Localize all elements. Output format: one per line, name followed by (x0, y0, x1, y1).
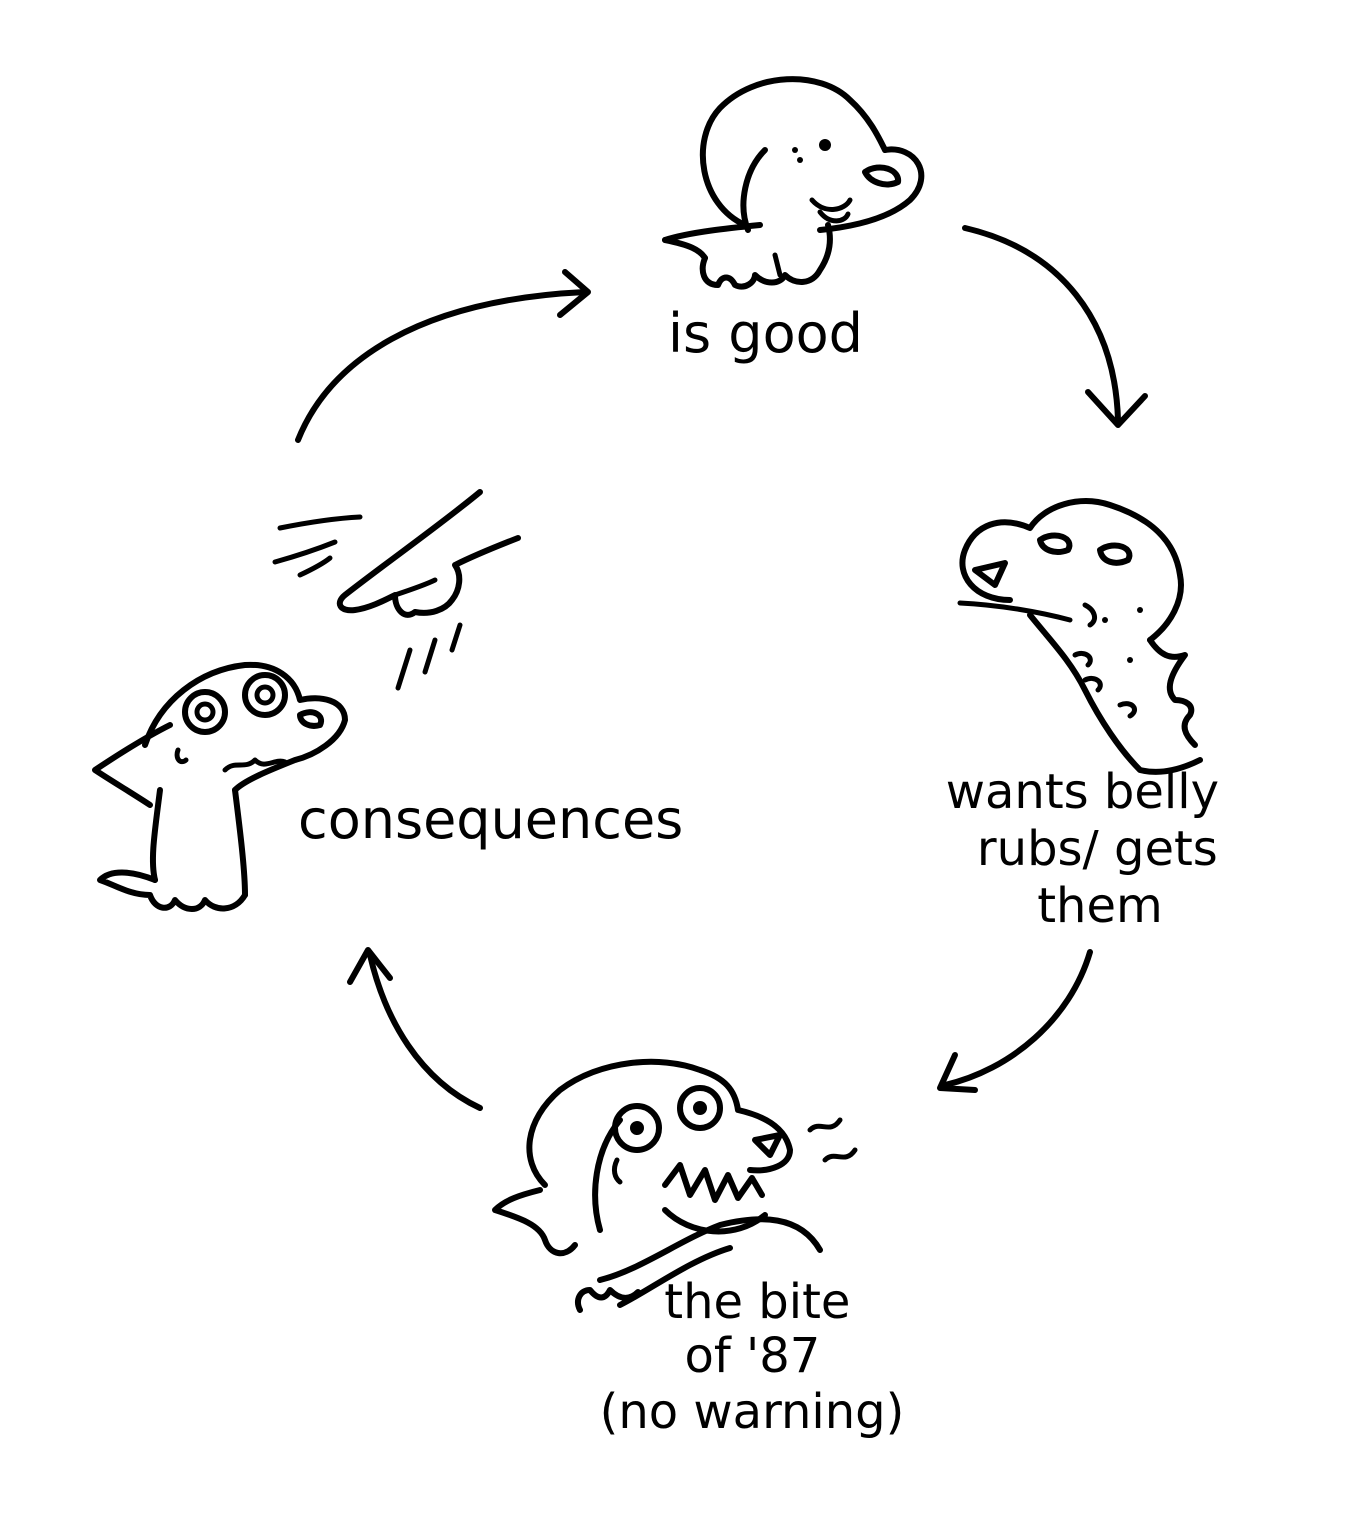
arrow-belly-to-bite (937, 949, 1093, 1093)
scolded-dog-drawing (92, 661, 348, 912)
happy-dog-drawing (662, 76, 925, 290)
label-is-good: is good (668, 302, 863, 365)
pointing-hand-drawing (272, 489, 521, 691)
label-consequences: consequences (298, 788, 683, 851)
label-bite: the bite of '87 (no warning) (600, 1274, 905, 1440)
arrow-bite-to-consequences (347, 947, 483, 1111)
belly-up-dog-drawing (957, 498, 1203, 775)
arrow-good-to-belly (962, 225, 1148, 428)
label-belly-rubs: wants belly rubs/ gets them (946, 764, 1235, 934)
biting-dog-drawing (492, 1058, 858, 1313)
arrow-consequences-to-good (295, 269, 591, 443)
